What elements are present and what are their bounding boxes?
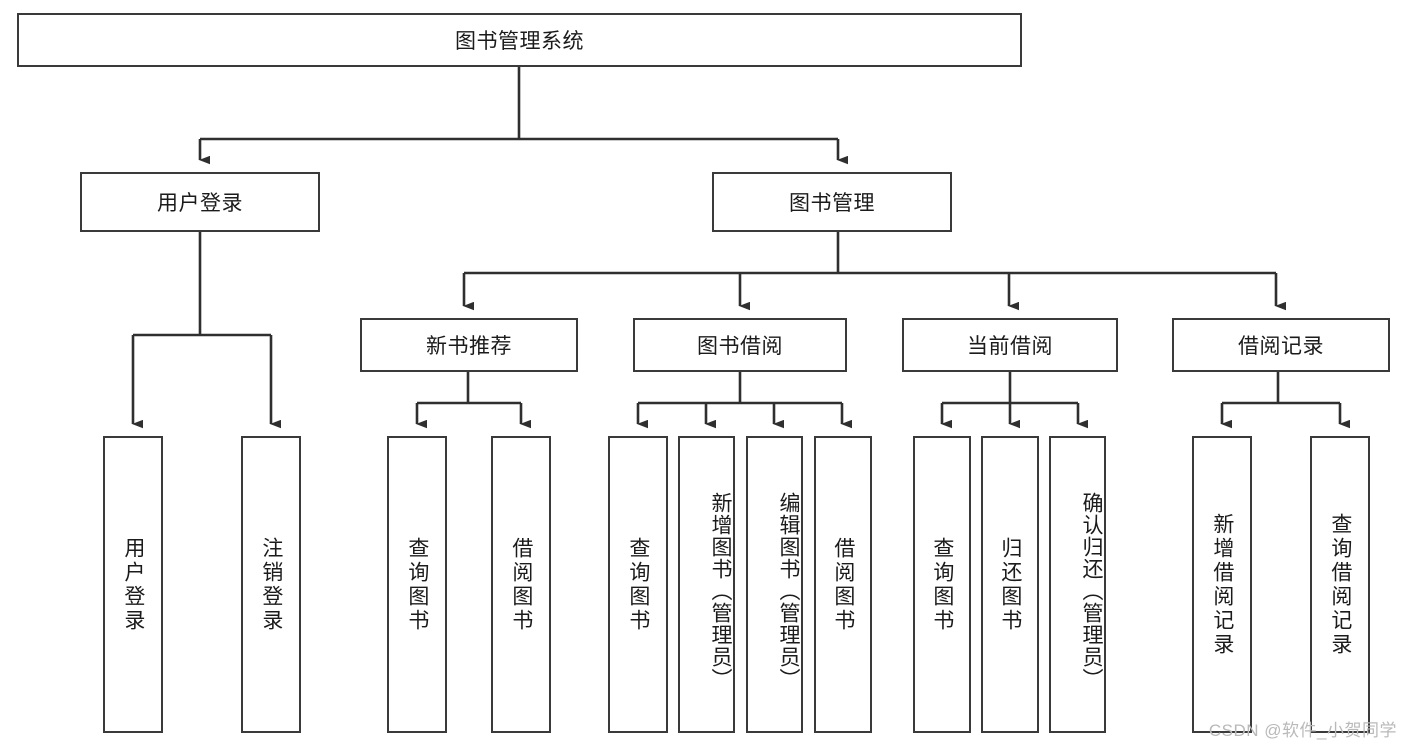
- node-leaf-user-login[interactable]: 用户登录: [103, 436, 163, 733]
- node-book-manage[interactable]: 图书管理: [712, 172, 952, 232]
- node-leaf-query-book-1[interactable]: 查询图书: [387, 436, 447, 733]
- node-root-label: 图书管理系统: [455, 30, 584, 53]
- node-leaf-query-record-label: 查询借阅记录: [1328, 512, 1352, 657]
- node-leaf-query-book-1-label: 查询图书: [405, 536, 429, 633]
- node-new-book-rec-label: 新书推荐: [426, 335, 512, 358]
- node-leaf-query-book-2[interactable]: 查询图书: [608, 436, 668, 733]
- node-leaf-borrow-book-1-label: 借阅图书: [509, 536, 533, 633]
- node-user-login-label: 用户登录: [157, 192, 243, 215]
- node-borrow-record[interactable]: 借阅记录: [1172, 318, 1390, 372]
- node-book-borrow[interactable]: 图书借阅: [633, 318, 847, 372]
- node-borrow-record-label: 借阅记录: [1238, 335, 1324, 358]
- node-leaf-user-logout[interactable]: 注销登录: [241, 436, 301, 733]
- node-leaf-user-login-label: 用户登录: [121, 536, 145, 633]
- node-leaf-return-book-label: 归还图书: [998, 536, 1022, 633]
- node-leaf-query-record[interactable]: 查询借阅记录: [1310, 436, 1370, 733]
- node-leaf-query-book-3-label: 查询图书: [930, 536, 954, 633]
- node-leaf-edit-book-label: 编辑图书（管理员）: [777, 491, 800, 690]
- node-leaf-add-record-label: 新增借阅记录: [1210, 512, 1234, 657]
- node-leaf-user-logout-label: 注销登录: [259, 536, 283, 633]
- node-leaf-add-book-label: 新增图书（管理员）: [709, 491, 732, 690]
- node-leaf-add-record[interactable]: 新增借阅记录: [1192, 436, 1252, 733]
- node-leaf-borrow-book-1[interactable]: 借阅图书: [491, 436, 551, 733]
- watermark: CSDN @软件_小贺同学: [1208, 721, 1397, 740]
- node-user-login[interactable]: 用户登录: [80, 172, 320, 232]
- node-leaf-confirm-return[interactable]: 确认归还（管理员）: [1049, 436, 1106, 733]
- node-book-borrow-label: 图书借阅: [697, 335, 783, 358]
- node-leaf-add-book[interactable]: 新增图书（管理员）: [678, 436, 735, 733]
- node-current-borrow[interactable]: 当前借阅: [902, 318, 1118, 372]
- node-leaf-borrow-book-2[interactable]: 借阅图书: [814, 436, 872, 733]
- node-new-book-rec[interactable]: 新书推荐: [360, 318, 578, 372]
- node-leaf-edit-book[interactable]: 编辑图书（管理员）: [746, 436, 803, 733]
- node-current-borrow-label: 当前借阅: [967, 335, 1053, 358]
- node-leaf-borrow-book-2-label: 借阅图书: [831, 536, 855, 633]
- node-leaf-return-book[interactable]: 归还图书: [981, 436, 1039, 733]
- node-leaf-query-book-2-label: 查询图书: [626, 536, 650, 633]
- node-book-manage-label: 图书管理: [789, 192, 875, 215]
- node-root[interactable]: 图书管理系统: [17, 13, 1022, 67]
- node-leaf-query-book-3[interactable]: 查询图书: [913, 436, 971, 733]
- node-leaf-confirm-return-label: 确认归还（管理员）: [1080, 491, 1103, 690]
